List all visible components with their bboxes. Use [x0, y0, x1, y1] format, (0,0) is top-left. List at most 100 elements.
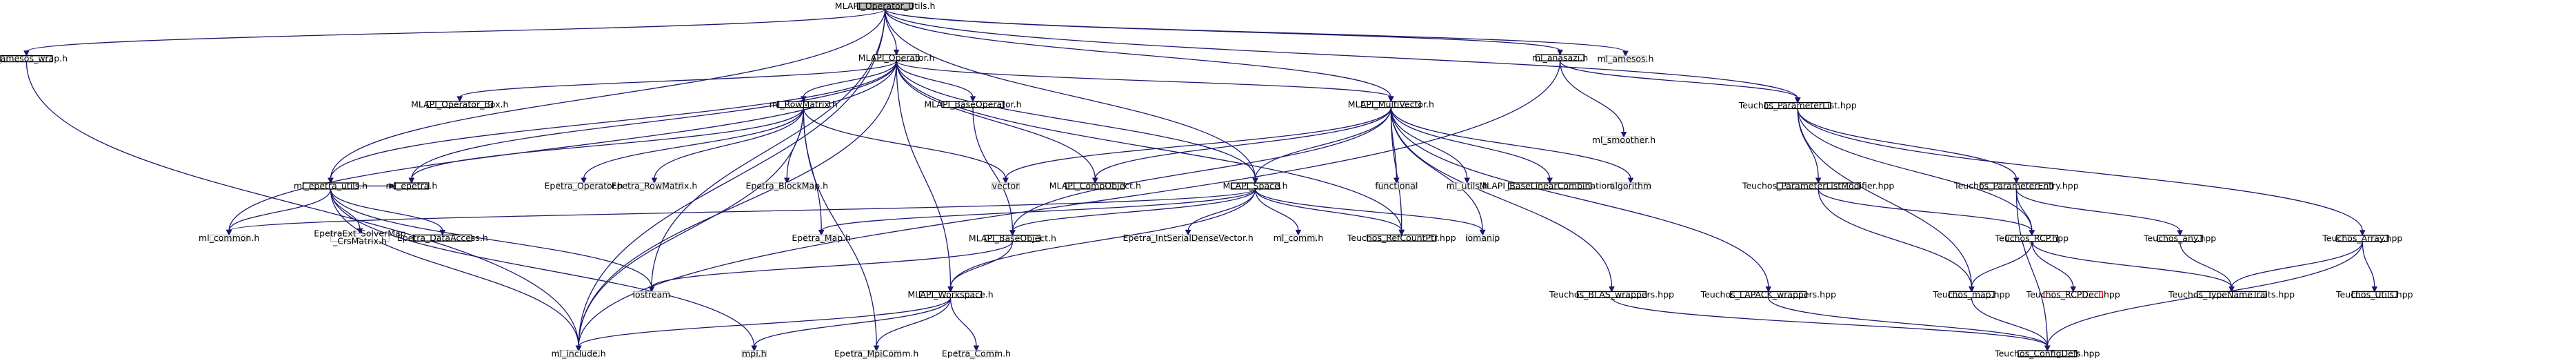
edge-line [1390, 107, 1613, 288]
node-root[interactable]: MLAPI_Operator_Utils.h [835, 1, 936, 11]
node-label: ml_comm.h [1274, 233, 1324, 243]
node-op-box[interactable]: MLAPI_Operator_Box.h [411, 99, 508, 109]
node-baselincomb[interactable]: MLAPI_BaseLinearCombination.h [1479, 180, 1620, 191]
node-ml-include[interactable]: ml_include.h [552, 348, 606, 358]
node-label: ml_epetra_utils.h [294, 180, 368, 191]
edge-anasazi-to-paramlist [1559, 60, 1801, 104]
edge-operator-to-ml_common [225, 61, 897, 236]
node-ml-amesos[interactable]: ml_amesos.h [1597, 54, 1653, 64]
node-epetra-map[interactable]: Epetra_Map.h [792, 233, 851, 243]
node-dataaccess[interactable]: Epetra_DataAccess.h [397, 233, 488, 243]
node-label: Epetra_Comm.h [942, 348, 1011, 358]
edge-line [2015, 188, 2048, 347]
node-multivec[interactable]: MLAPI_MultiVector.h [1348, 99, 1434, 109]
edge-line [228, 188, 1256, 232]
edge-root-to-amesos_wrap [23, 8, 886, 57]
node-box [634, 291, 670, 298]
node-vector[interactable]: vector [991, 180, 1020, 191]
edge-arrowhead [408, 177, 415, 184]
edge-operator-to-op_box [456, 60, 897, 102]
node-label: MLAPI_BaseLinearCombination.h [1479, 180, 1620, 191]
node-lapack[interactable]: Teuchos_LAPACK_wrappers.hpp [1700, 289, 1836, 300]
node-rcpdecl[interactable]: Teuchos_RCPDecl.hpp [2026, 289, 2120, 300]
node-rcp[interactable]: Teuchos_RCP.hpp [1995, 233, 2069, 243]
node-amesos-wrap[interactable]: ml_amesos_wrap.h [0, 53, 68, 64]
node-solvermap[interactable]: EpetraExt_SolverMap_CrsMatrix.h [314, 228, 405, 246]
node-box [2043, 291, 2103, 298]
node-label: ml_common.h [199, 233, 259, 243]
edge-line [578, 61, 897, 347]
node-baseop[interactable]: MLAPI_BaseOperator.h [924, 99, 1021, 109]
node-epetra-operator[interactable]: Epetra_Operator.h [544, 180, 623, 191]
node-label: ml_include.h [552, 348, 606, 358]
node-epetra-blockmap[interactable]: Epetra_BlockMap.h [745, 180, 828, 191]
node-ml-common[interactable]: ml_common.h [199, 233, 259, 243]
node-epetra-comm[interactable]: Epetra_Comm.h [942, 348, 1011, 358]
node-paramlist[interactable]: Teuchos_ParameterList.hpp [1738, 100, 1857, 110]
node-array[interactable]: Teuchos_Array.hpp [2322, 233, 2402, 243]
node-box [777, 101, 830, 108]
edge-workspace-to-mpi [751, 297, 952, 352]
edge-paramentry-to-configdefs [2015, 188, 2051, 352]
edge-operator-to-compobject [896, 61, 1098, 184]
edge-multivec-to-algorithm [1390, 107, 1634, 184]
edge-line [786, 107, 804, 179]
edge-arrowhead [2029, 230, 2035, 236]
node-paramentry[interactable]: Teuchos_ParameterEntry.hpp [1953, 180, 2079, 191]
node-epetra-utils[interactable]: ml_epetra_utils.h [294, 180, 368, 191]
edge-line [1187, 188, 1256, 231]
edge-multivec-to-rcpptr [1390, 107, 1405, 236]
node-epetra-rowmatrix[interactable]: Epetra_RowMatrix.h [612, 180, 698, 191]
node-label: mpi.h [742, 348, 766, 358]
edge-arrowhead [1479, 229, 1486, 236]
edge-line [1818, 188, 1973, 288]
node-workspace[interactable]: MLAPI_Workspace.h [907, 289, 993, 300]
edge-map-to-configdefs [1971, 297, 2051, 352]
node-baseobject[interactable]: MLAPI_BaseObject.h [969, 233, 1056, 243]
node-smoother[interactable]: ml_smoother.h [1592, 135, 1656, 145]
node-plm[interactable]: Teuchos_ParameterListModifier.hpp [1742, 180, 1894, 191]
node-label: MLAPI_Space.h [1223, 180, 1288, 191]
node-tutils[interactable]: Teuchos_Utils.hpp [2335, 289, 2413, 300]
node-rowmatrix[interactable]: ml_RowMatrix.h [769, 99, 838, 109]
node-functional[interactable]: functional [1375, 180, 1418, 191]
node-map[interactable]: Teuchos_map.hpp [1933, 289, 2011, 300]
node-space[interactable]: MLAPI_Space.h [1223, 180, 1288, 191]
node-ml-epetra[interactable]: ml_epetra.h [385, 180, 437, 191]
node-iostream[interactable]: iostream [633, 289, 671, 300]
node-ml-utils[interactable]: ml_utils.h [1447, 180, 1488, 191]
node-algorithm[interactable]: algorithm [1610, 180, 1651, 191]
node-box [1535, 54, 1585, 61]
edge-line [821, 188, 1256, 232]
edge-line [803, 107, 1007, 179]
node-tnt[interactable]: Teuchos_TypeNameTraits.hpp [2168, 289, 2295, 300]
edge-rcp-to-rcpdecl [2031, 241, 2077, 293]
edge-line [949, 241, 1014, 288]
node-box [1230, 182, 1280, 190]
edge-operator-to-ml_include [575, 61, 897, 352]
node-mpicomm[interactable]: Epetra_MpiComm.h [834, 348, 918, 358]
node-box [918, 291, 983, 298]
edge-line [330, 188, 652, 288]
node-intserial[interactable]: Epetra_IntSerialDenseVector.h [1123, 233, 1253, 243]
edge-arrowhead [1091, 177, 1098, 184]
node-anasazi[interactable]: ml_anasazi.h [1532, 52, 1588, 63]
node-box [1280, 234, 1316, 242]
node-label: MLAPI_BaseOperator.h [924, 99, 1021, 109]
edge-line [459, 60, 897, 98]
node-rcpptr[interactable]: Teuchos_RefCountPtr.hpp [1347, 233, 1456, 243]
node-operator[interactable]: MLAPI_Operator.h [858, 52, 935, 63]
node-label: Epetra_DataAccess.h [397, 233, 488, 243]
node-mpi[interactable]: mpi.h [741, 348, 767, 358]
node-box [2196, 291, 2267, 298]
node-ml-comm[interactable]: ml_comm.h [1274, 233, 1324, 243]
edge-line [884, 9, 1256, 179]
node-compobject[interactable]: MLAPI_CompObject.h [1049, 180, 1141, 191]
node-configdefs[interactable]: Teuchos_ConfigDefs.hpp [1994, 348, 2100, 358]
node-box [1611, 182, 1651, 190]
node-iomanip[interactable]: iomanip [1465, 233, 1500, 243]
node-box [209, 234, 249, 242]
node-blas[interactable]: Teuchos_BLAS_wrappers.hpp [1549, 289, 1674, 300]
node-any[interactable]: Teuchos_any.hpp [2143, 233, 2216, 243]
node-label: MLAPI_Operator_Utils.h [835, 1, 936, 11]
